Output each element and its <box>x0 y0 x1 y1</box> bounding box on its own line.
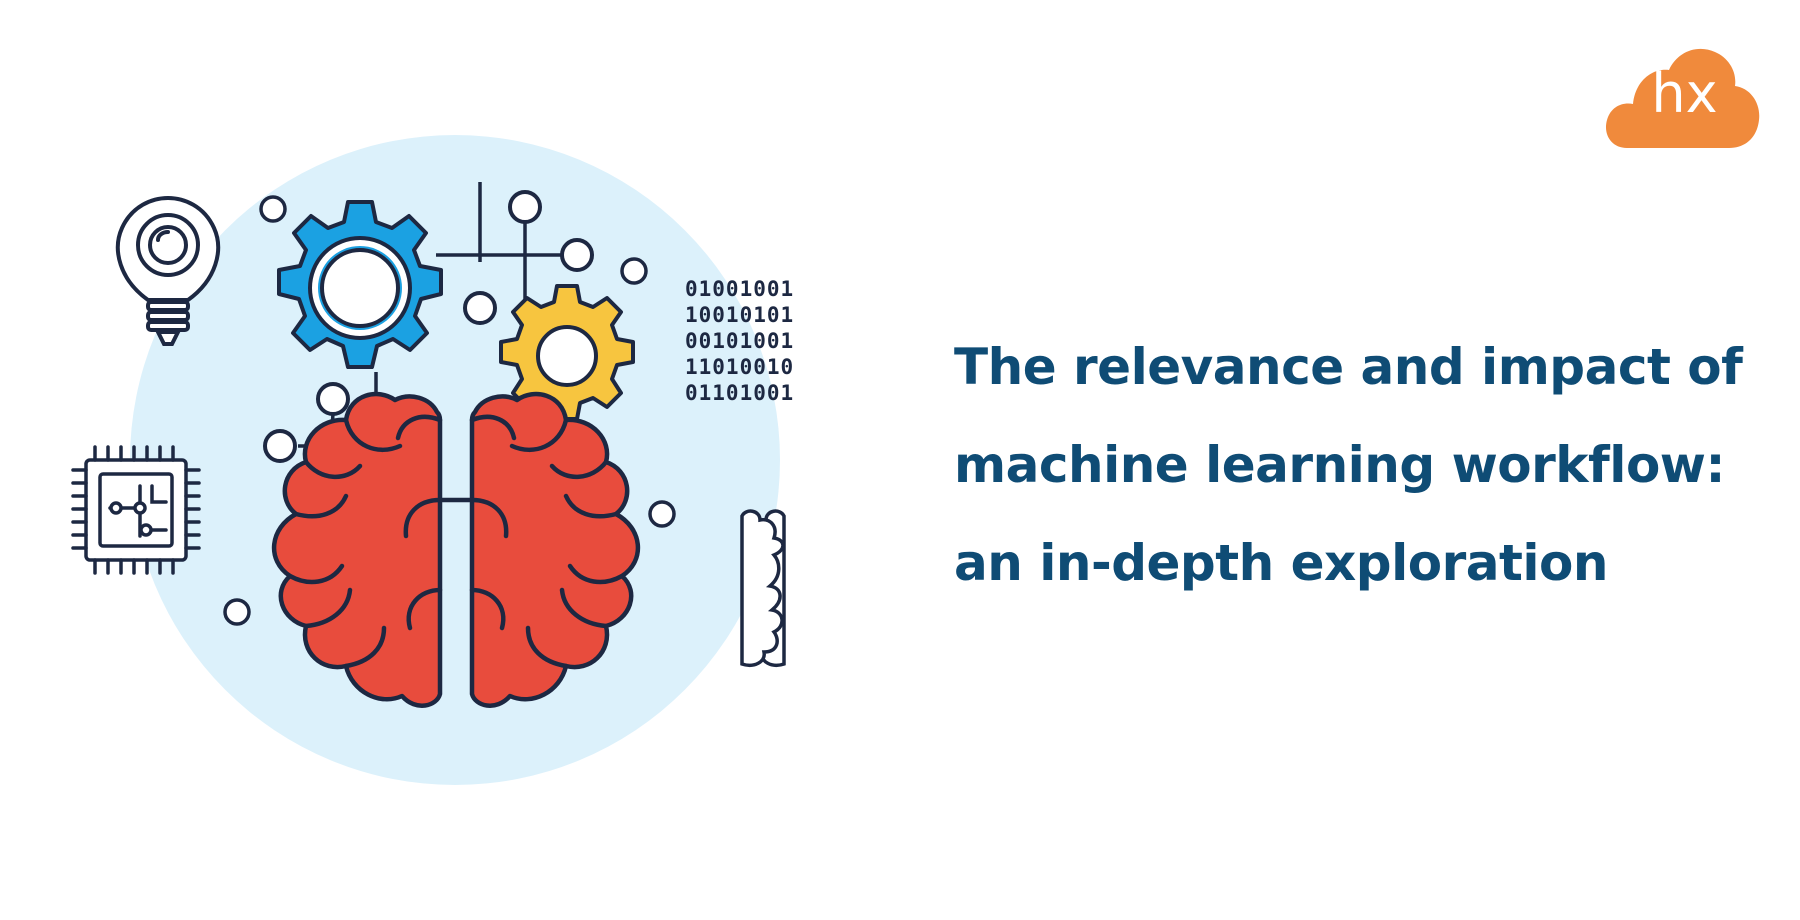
circuit-nodes <box>263 190 594 463</box>
title-line-3: an in-depth exploration <box>954 534 1608 592</box>
title-line-1: The relevance and impact of <box>954 338 1743 396</box>
decor-dots <box>223 195 676 626</box>
page-title: The relevance and impact of machine lear… <box>954 318 1774 612</box>
logo-text: hx <box>1651 61 1718 125</box>
binary-row: 10010101 <box>685 303 795 327</box>
lightbulb-icon <box>115 195 221 346</box>
cloud-icon <box>1605 48 1760 148</box>
binary-row: 01001001 <box>685 277 795 301</box>
binary-row: 00101001 <box>685 329 795 353</box>
background-circle <box>130 135 780 785</box>
title-line-2: machine learning workflow: <box>954 436 1725 494</box>
brain-icon <box>272 391 640 708</box>
small-brain-icon <box>740 509 786 667</box>
binary-code-block: 01001001 10010101 00101001 11010010 0110… <box>685 276 794 406</box>
binary-row: 01101001 <box>685 381 795 405</box>
hx-logo <box>1605 48 1760 148</box>
blue-gear-icon <box>277 200 443 369</box>
binary-row: 11010010 <box>685 355 795 379</box>
circuit-lines <box>298 182 577 448</box>
chip-icon <box>71 445 201 575</box>
